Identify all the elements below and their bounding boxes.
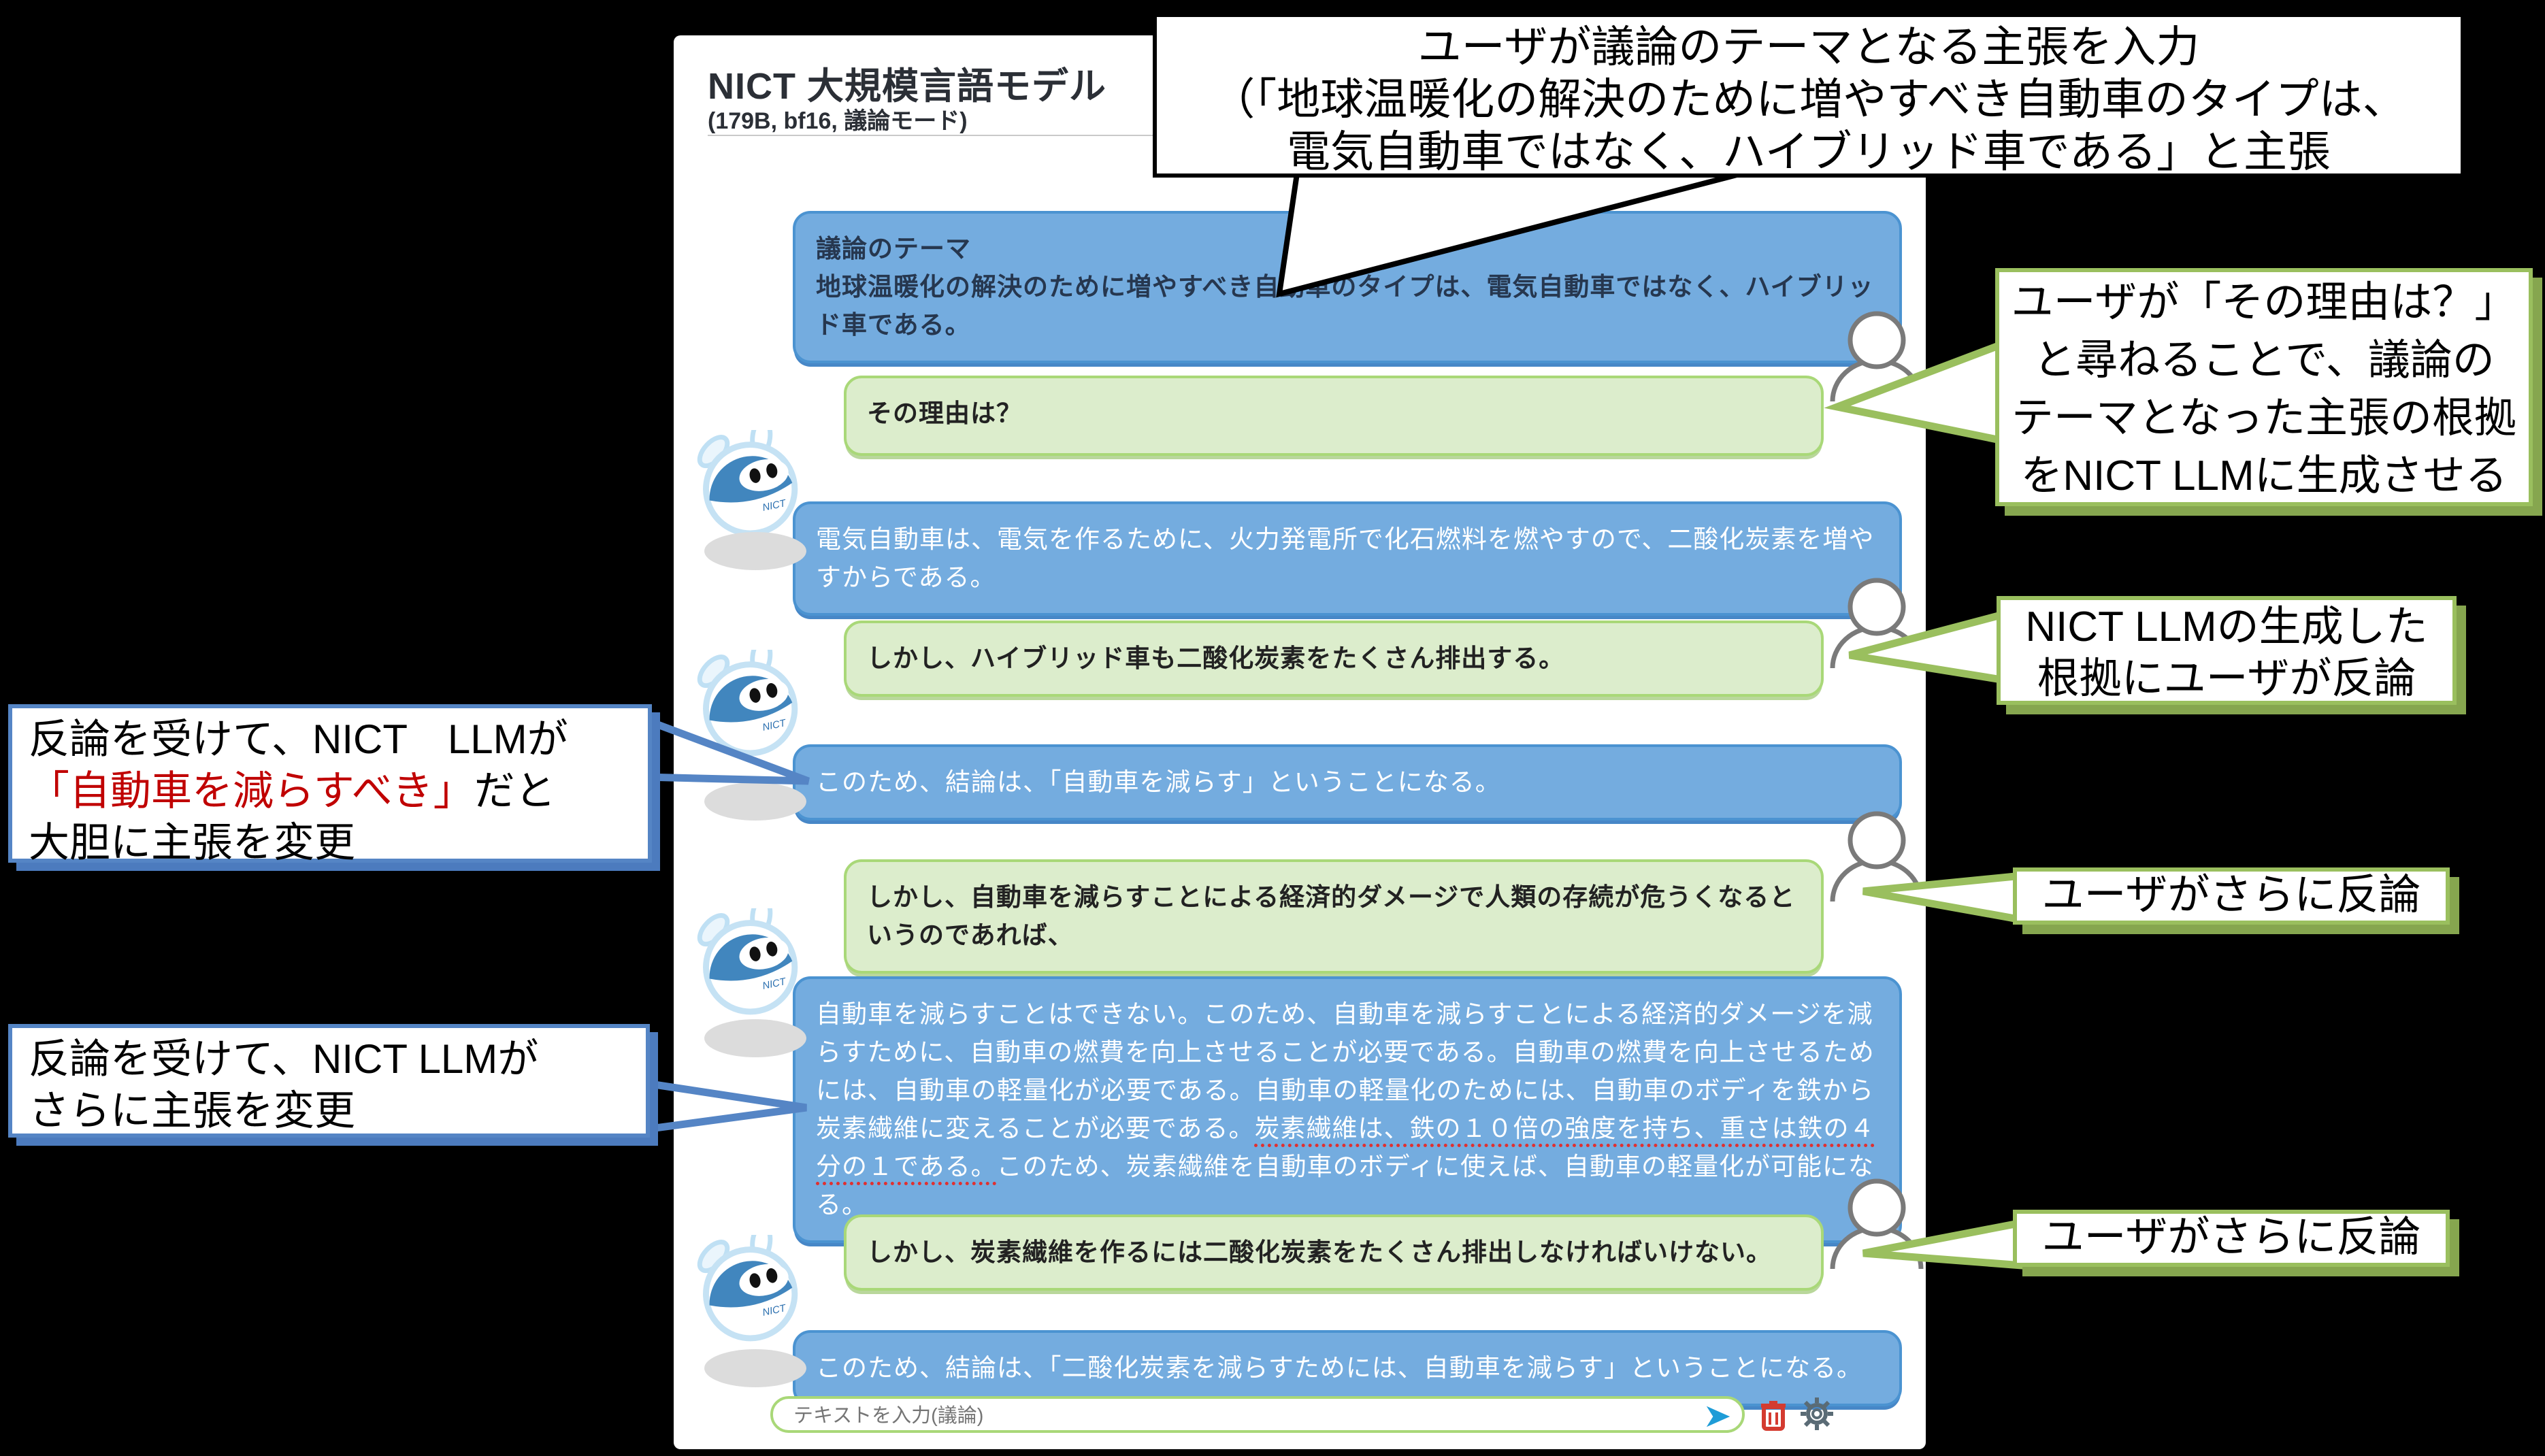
- robot-shadow: [704, 1349, 806, 1387]
- annotation-llm-changes-claim-again: 反論を受けて、NICT LLMが さらに主張を変更: [8, 1024, 650, 1138]
- chat-message-llm: このため、結論は、「二酸化炭素を減らすためには、自動車を減らす」ということになる…: [793, 1330, 1902, 1406]
- nict-logo: NICT: [761, 498, 787, 514]
- annotation-line: ユーザが「その理由は？」: [2011, 279, 2517, 326]
- annotation-line: 根拠にユーザが反論: [2037, 655, 2416, 702]
- chat-text-input[interactable]: [792, 1402, 1679, 1430]
- app-title: NICT 大規模言語モデル: [708, 66, 1106, 107]
- annotation-line: と尋ねることで、議論の: [2033, 337, 2495, 384]
- annotation-line: 「自動車を減らすべき」だと: [29, 765, 631, 817]
- topic-text: 地球温暖化の解決のために増やすべき自動車のタイプは、電気自動車ではなく、ハイブリ…: [816, 273, 1874, 339]
- message-text: 電気自動車は、電気を作るために、火力発電所で化石燃料を燃やすので、二酸化炭素を増…: [816, 525, 1875, 591]
- settings-gear-icon[interactable]: [1799, 1396, 1835, 1432]
- annotation-line: 反論を受けて、NICT LLMが: [29, 716, 568, 762]
- send-icon[interactable]: [1704, 1402, 1733, 1434]
- user-avatar: [1830, 1178, 1924, 1269]
- message-text: しかし、ハイブリッド車も二酸化炭素をたくさん排出する。: [867, 644, 1565, 672]
- chat-window: NICT 大規模言語モデル (179B, bf16, 議論モード) 議論のテーマ…: [674, 35, 1926, 1449]
- message-text: このため、炭素繊維を自動車のボディに使えば、自動車の軽量化が可能になる。: [816, 1153, 1875, 1219]
- robot-avatar: NICT: [697, 908, 798, 1015]
- user-avatar: [1830, 578, 1924, 668]
- app-subtitle: (179B, bf16, 議論モード): [708, 108, 968, 134]
- svg-text:NICT: NICT: [761, 1303, 787, 1319]
- annotation-line: ユーザが議論のテーマとなる主張を入力: [1417, 22, 2200, 71]
- chat-message-user: しかし、自動車を減らすことによる経済的ダメージで人類の存続が危うくなるというので…: [844, 859, 1824, 974]
- chat-message-llm: 電気自動車は、電気を作るために、火力発電所で化石燃料を燃やすので、二酸化炭素を増…: [793, 501, 1902, 616]
- chat-message-llm-long: 自動車を減らすことはできない。このため、自動車を減らすことによる経済的ダメージを…: [793, 976, 1902, 1243]
- user-avatar: [1830, 811, 1924, 901]
- annotation-user-rebuts-again-2: ユーザがさらに反論: [2013, 1210, 2450, 1267]
- annotation-line: 電気自動車ではなく、ハイブリッド車である」と主張: [1286, 127, 2331, 176]
- annotation-user-rebuts-again-1: ユーザがさらに反論: [2013, 867, 2450, 925]
- annotation-line: NICT LLMの生成した: [2025, 603, 2428, 650]
- chat-message-user: しかし、ハイブリッド車も二酸化炭素をたくさん排出する。: [844, 621, 1824, 697]
- robot-avatar: NICT: [697, 430, 798, 537]
- chat-message-user: その理由は？: [844, 376, 1824, 456]
- annotation-line: ユーザがさらに反論: [2041, 1214, 2421, 1261]
- message-text: しかし、自動車を減らすことによる経済的ダメージで人類の存続が危うくなるというので…: [867, 883, 1796, 949]
- annotation-user-rebuts: NICT LLMの生成した 根拠にユーザが反論: [1997, 596, 2457, 705]
- annotation-red-text: 「自動車を減らすべき」: [29, 768, 474, 814]
- text-input-bar: [770, 1396, 1745, 1433]
- message-text: その理由は？: [867, 399, 1022, 427]
- chat-message-user: しかし、炭素繊維を作るには二酸化炭素をたくさん排出しなければいけない。: [844, 1214, 1824, 1291]
- svg-text:NICT: NICT: [761, 976, 787, 992]
- topic-label: 議論のテーマ: [816, 235, 971, 263]
- annotation-line: をNICT LLMに生成させる: [2020, 452, 2508, 499]
- annotation-line: （「地球温暖化の解決のために増やすべき自動車のタイプは、: [1211, 75, 2406, 124]
- annotation-line: さらに主張を変更: [29, 1088, 355, 1134]
- chat-message-llm: このため、結論は、「自動車を減らす」ということになる。: [793, 744, 1902, 821]
- robot-avatar: NICT: [697, 1235, 798, 1342]
- robot-avatar: NICT: [697, 650, 798, 757]
- annotation-llm-changes-claim-boldly: 反論を受けて、NICT LLMが 「自動車を減らすべき」だと 大胆に主張を変更: [8, 704, 652, 865]
- annotation-ask-reason: ユーザが「その理由は？」 と尋ねることで、議論の テーマとなった主張の根拠 をN…: [1995, 268, 2533, 506]
- message-text: このため、結論は、「自動車を減らす」ということになる。: [816, 768, 1501, 796]
- chat-message-topic: 議論のテーマ 地球温暖化の解決のために増やすべき自動車のタイプは、電気自動車では…: [793, 211, 1902, 363]
- message-text-underlined: 炭素繊維は、鉄の１０倍の強度を持ち、重さは鉄の４分の１である。: [816, 1114, 1875, 1180]
- message-text: しかし、炭素繊維を作るには二酸化炭素をたくさん排出しなければいけない。: [867, 1238, 1772, 1266]
- robot-shadow: [704, 1019, 806, 1057]
- robot-shadow: [704, 782, 806, 821]
- trash-icon[interactable]: [1758, 1397, 1788, 1432]
- annotation-line: テーマとなった主張の根拠: [2011, 395, 2517, 442]
- message-text: このため、結論は、「二酸化炭素を減らすためには、自動車を減らす」ということになる…: [816, 1354, 1863, 1382]
- message-text: 自動車を減らすことはできない。このため、自動車を減らすことによる経済的ダメージを…: [816, 1000, 1875, 1142]
- annotation-line: 反論を受けて、NICT LLMが: [29, 1036, 539, 1082]
- annotation-topic-input: ユーザが議論のテーマとなる主張を入力 （「地球温暖化の解決のために増やすべき自動…: [1153, 13, 2465, 178]
- annotation-line: ユーザがさらに反論: [2041, 872, 2421, 919]
- annotation-line: 大胆に主張を変更: [29, 820, 355, 865]
- annotation-text: だと: [474, 768, 556, 814]
- user-avatar: [1830, 311, 1924, 401]
- robot-shadow: [704, 532, 806, 570]
